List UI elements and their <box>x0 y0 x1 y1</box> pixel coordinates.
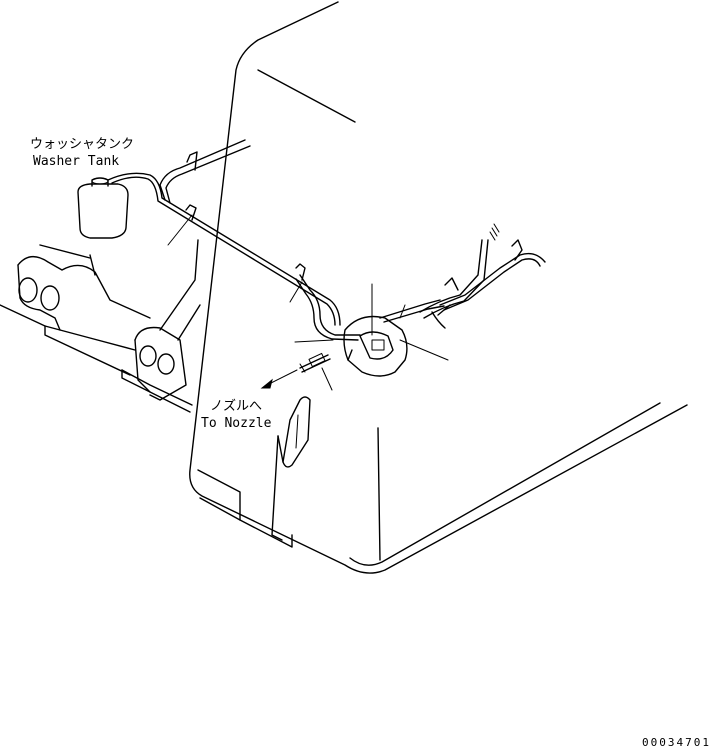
washer-tank <box>77 177 129 239</box>
washer-tank-label-jp: ウォッシャタンク <box>30 137 134 152</box>
cab-body <box>189 1 688 574</box>
washer-hose <box>107 139 361 341</box>
door-handle-part <box>271 396 311 541</box>
to-nozzle-label-jp: ノズルへ <box>210 398 262 414</box>
mount-bracket <box>343 299 445 377</box>
chassis-frame <box>0 239 201 413</box>
to-nozzle-arrow <box>260 369 298 389</box>
nozzle-connector <box>299 352 331 373</box>
washer-tank-label-en: Washer Tank <box>33 154 119 169</box>
to-nozzle-label-en: To Nozzle <box>201 416 272 431</box>
leader-lines <box>167 214 449 391</box>
drawing-code: 00034701 <box>642 736 711 749</box>
rear-hoses <box>419 223 546 329</box>
